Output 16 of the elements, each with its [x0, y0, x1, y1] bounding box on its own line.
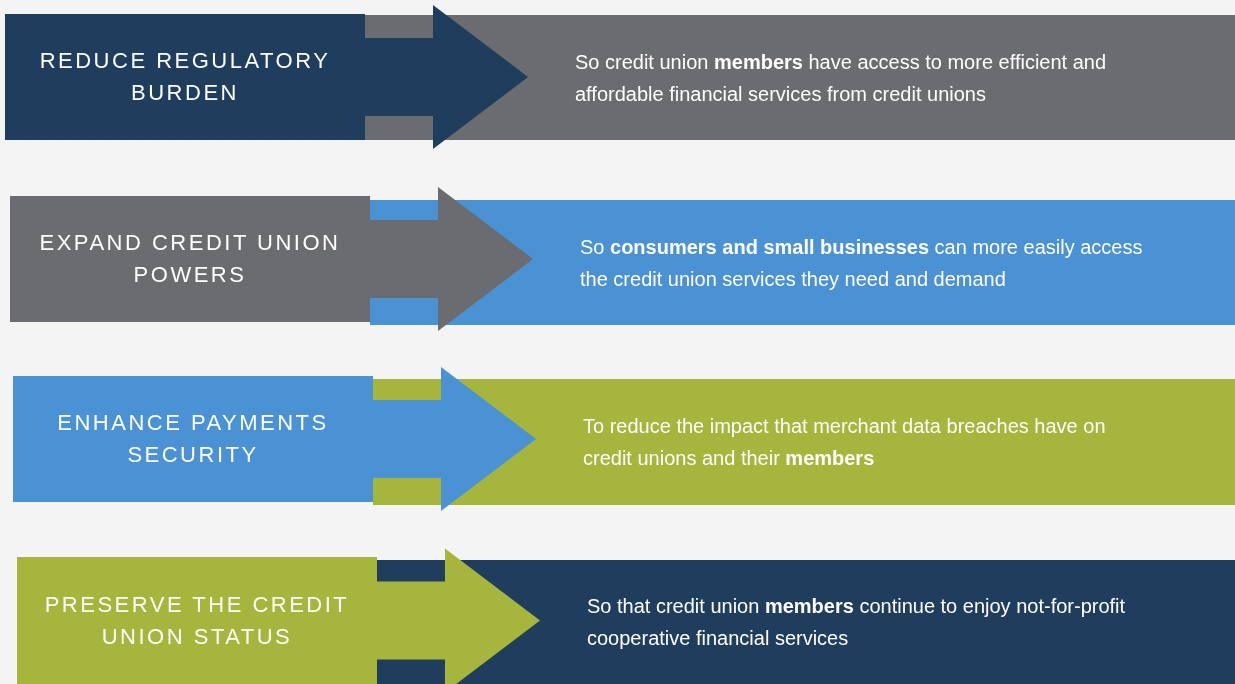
description-text: So credit union members have access to more efficient and affordable financial services from credit unions	[575, 49, 1108, 107]
description-text: So consumers and small businesses can more easily access the credit union services they need and demand	[580, 234, 1144, 292]
goal-label: ENHANCE PAYMENTS SECURITY	[56, 409, 330, 469]
description-text: To reduce the impact that merchant data breaches have on credit unions and their members	[583, 414, 1107, 471]
goal-box	[13, 376, 373, 502]
arrow	[364, 5, 528, 149]
goal-box	[10, 196, 370, 322]
goal-box	[5, 14, 365, 140]
goal-label: REDUCE REGULATORY BURDEN	[38, 47, 332, 107]
arrow	[376, 548, 540, 684]
arrow	[369, 187, 533, 331]
arrow	[372, 367, 536, 511]
goal-box	[17, 557, 377, 684]
goal-label: PRESERVE THE CREDIT UNION STATUS	[43, 590, 351, 651]
goal-label: EXPAND CREDIT UNION POWERS	[38, 229, 342, 289]
description-text: So that credit union members continue to enjoy not-for-profit cooperative financial services	[587, 594, 1127, 651]
